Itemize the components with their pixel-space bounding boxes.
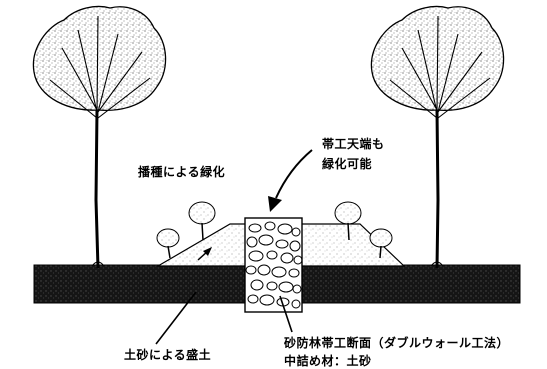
arrow-to-crest [268,149,313,212]
gravel-stone [245,265,257,275]
label-fill-material: 中詰め材：土砂 [284,354,372,368]
label-section-title: 砂防林帯工断面（ダブルウォール工法） [284,336,510,350]
gravel-stone [275,239,289,249]
gravel-stone [292,284,302,294]
gravel-stone [257,264,271,276]
gravel-stone [288,268,300,278]
gravel-stone [277,223,293,235]
gravel-stone [258,234,274,246]
arrow-to-slope [197,247,212,261]
gravel-stone [291,227,301,237]
label-seeding-greening: 播種による緑化 [138,165,226,179]
sapling-2 [188,201,216,241]
gravel-stone [259,294,275,306]
tree-right [370,5,505,269]
gravel-stone [266,281,278,291]
gravel-stone [291,299,301,309]
sapling-3 [334,201,362,241]
gravel-stone [271,266,287,278]
gravel-stone [247,294,259,304]
gravel-stone [280,252,294,264]
leader-section [279,295,293,333]
label-crest-line1: 帯工天端も [322,137,385,151]
tree-left [32,5,167,269]
leader-embankment [155,291,197,345]
sapling-1 [156,228,180,259]
gravel-stone [264,221,276,231]
double-wall-column [244,217,303,313]
gravel-stone [248,223,262,233]
gravel-stone [289,240,301,252]
label-crest-line2: 緑化可能 [322,157,373,171]
gravel-stone [266,250,278,260]
label-embankment: 土砂による盛土 [124,348,212,362]
gravel-stone [293,255,303,265]
gravel-stone [246,236,258,248]
gravel-stone [250,279,264,291]
sapling-4 [369,228,393,259]
gravel-stone [248,250,264,262]
